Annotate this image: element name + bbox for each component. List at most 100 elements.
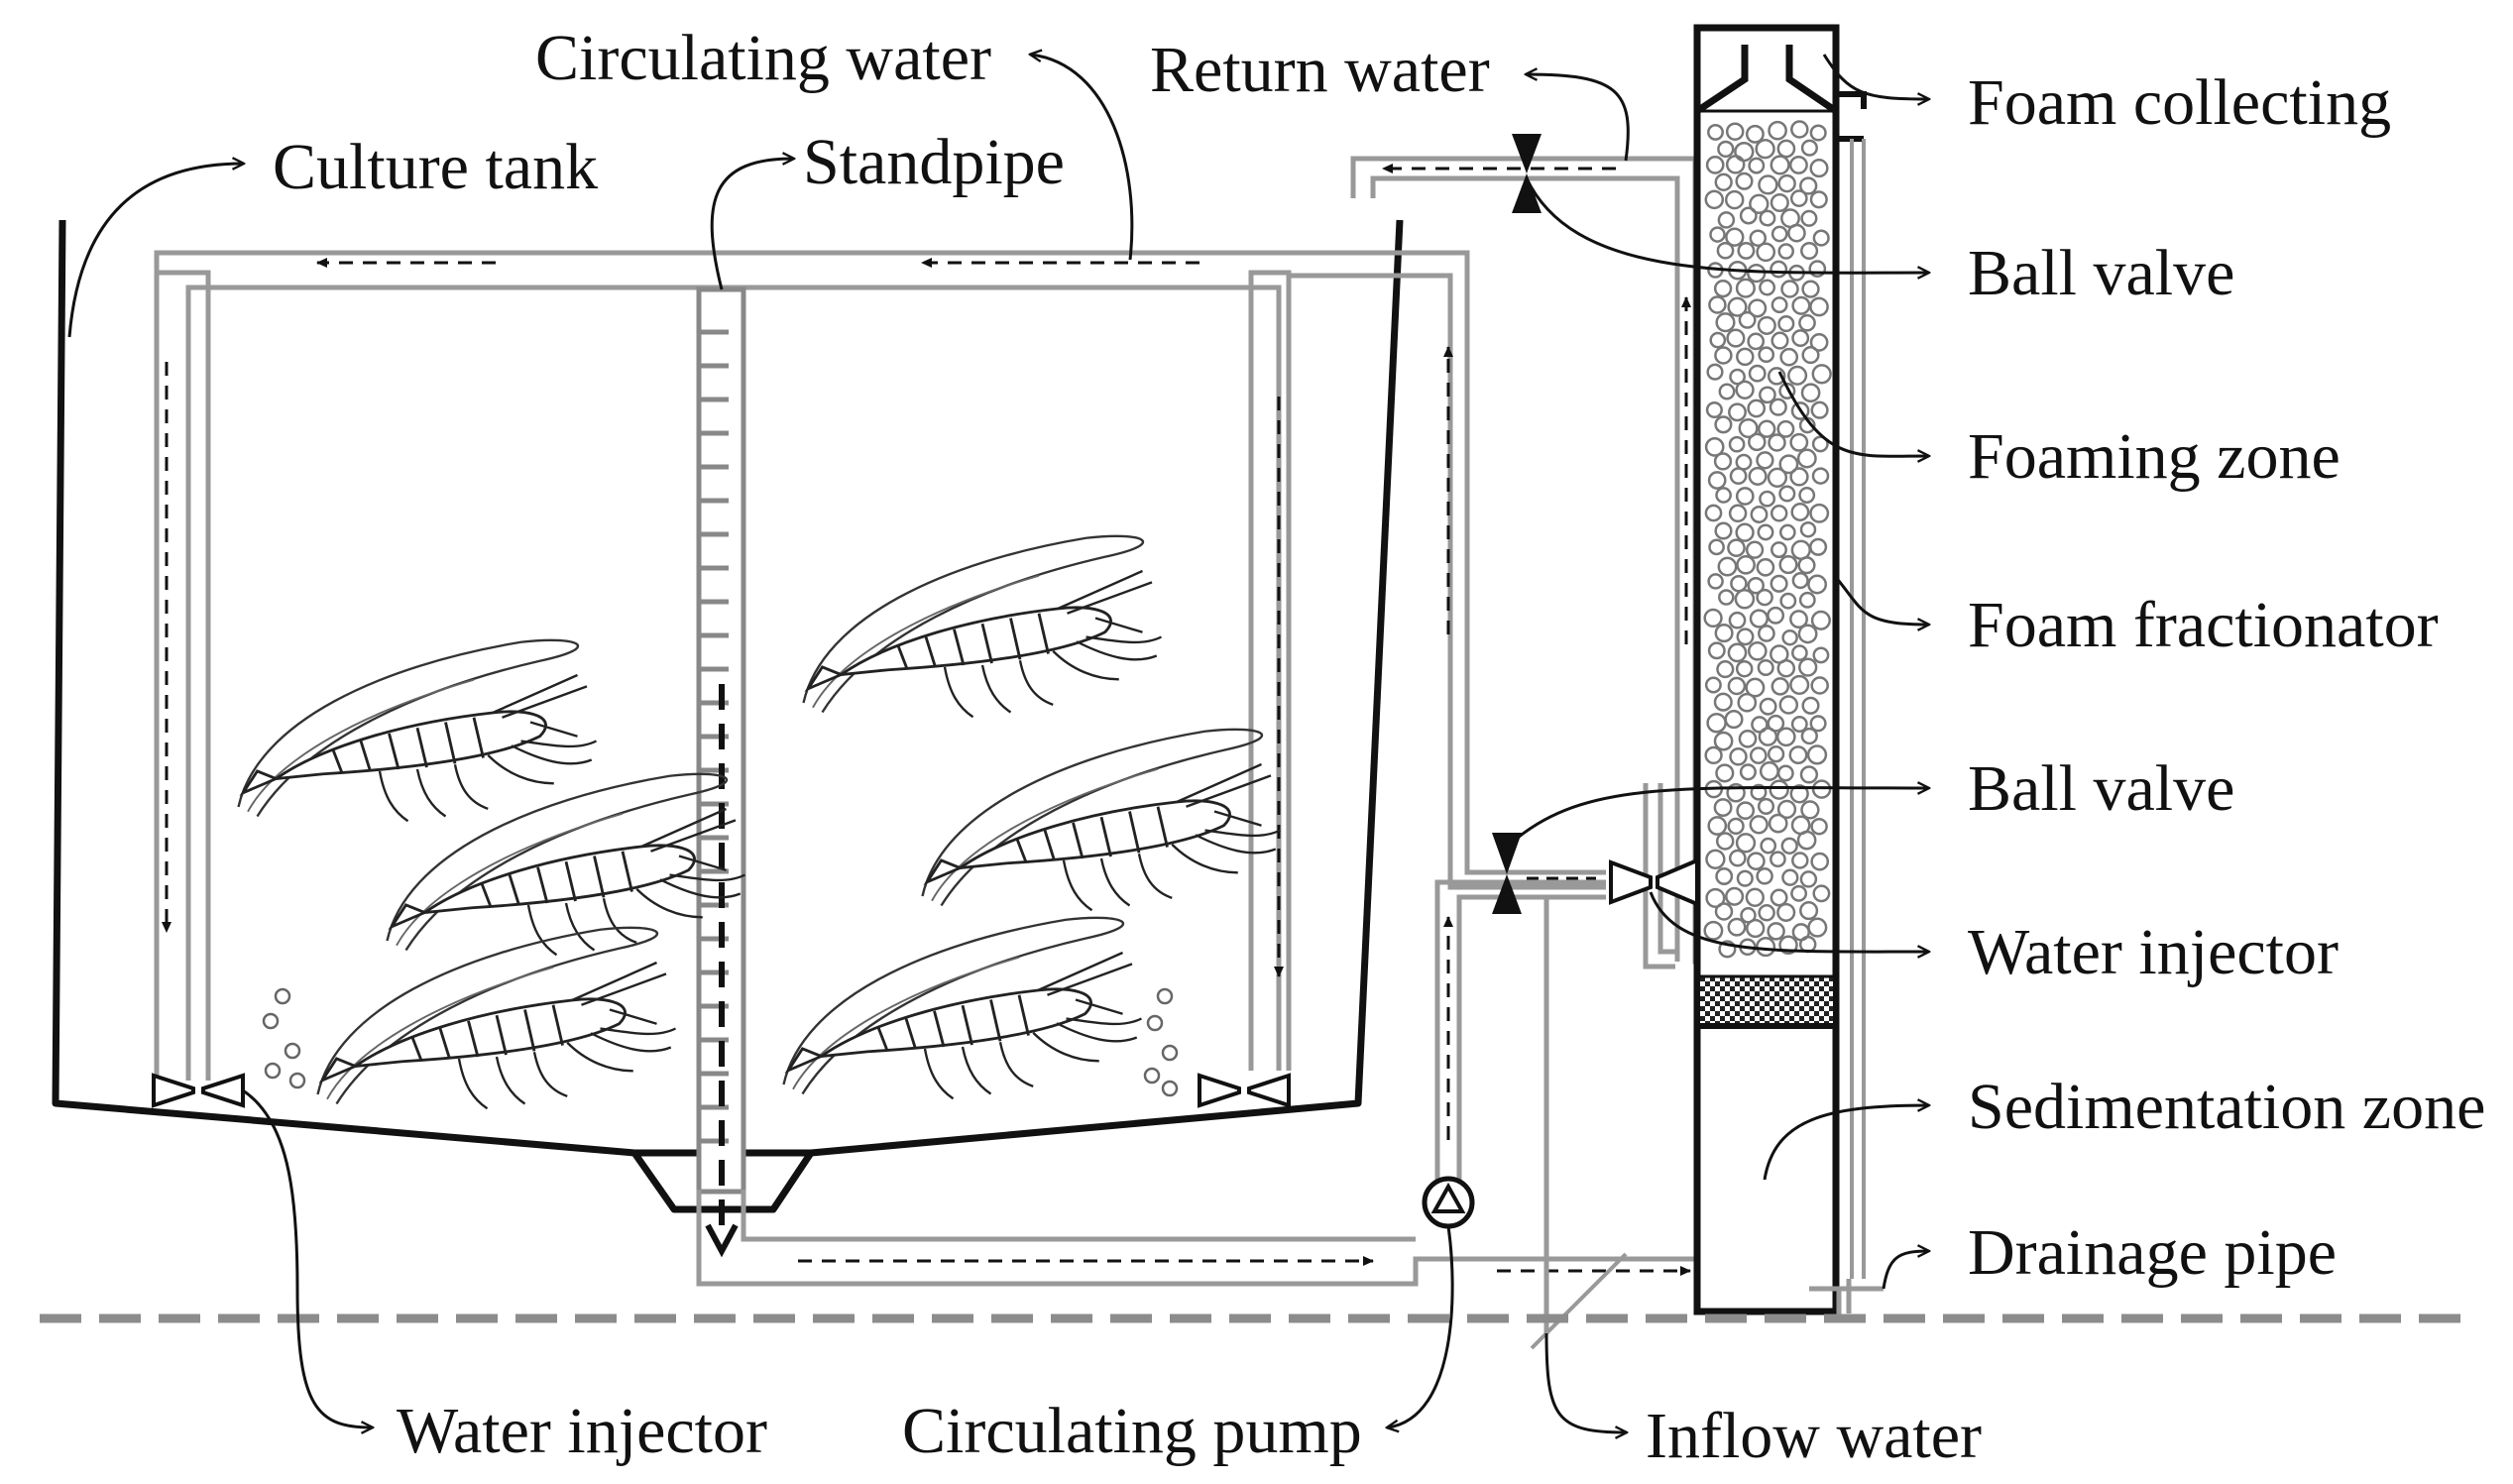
bubble-icon [1809, 190, 1828, 209]
bubble-icon [1729, 467, 1748, 485]
bubble-icon [1756, 937, 1776, 958]
bubble-icon [1809, 296, 1829, 317]
bubble-icon [1790, 120, 1809, 139]
arrow-circulating-pump [1388, 1225, 1454, 1427]
bubble-icon [1789, 189, 1808, 207]
bubble-icon [1811, 364, 1832, 385]
bubble-icon [1727, 538, 1746, 558]
diffuser-mesh [1700, 976, 1833, 1024]
bubble-icon [1715, 867, 1734, 885]
bubble-icon [1788, 155, 1808, 174]
bubble-icon [1718, 940, 1737, 959]
bubble-icon [1798, 657, 1818, 677]
label-circulating-pump: Circulating pump [902, 1395, 1362, 1467]
bubble-icon [1714, 521, 1733, 540]
label-culture-tank: Culture tank [273, 131, 598, 203]
bubble-icon [1791, 644, 1808, 661]
bubble-icon [1713, 692, 1733, 712]
bubble-icon [1735, 659, 1754, 678]
bubble-icon [1800, 241, 1819, 261]
bubble-icon [1767, 922, 1785, 941]
bubble-icon [1758, 727, 1778, 746]
bubble-icon [1801, 346, 1820, 365]
bubble-icon [262, 1012, 280, 1030]
label-water-injector-left: Water injector [397, 1395, 767, 1467]
bubble-icon [1790, 716, 1808, 733]
bubble-icon [1809, 715, 1827, 733]
bubble-icon [1799, 765, 1819, 784]
bubble-icon [1798, 487, 1816, 504]
bubble-icon [1725, 155, 1746, 174]
bubble-icon [1756, 557, 1775, 577]
bubble-icon [1769, 398, 1787, 416]
bubble-icon [1789, 784, 1809, 804]
bubble-icon [1758, 419, 1776, 438]
bubble-icon [1797, 556, 1816, 575]
bubble-icon [1797, 624, 1818, 644]
label-return-water: Return water [1150, 34, 1490, 106]
inflow-water-pipe [1530, 897, 1628, 1350]
bubble-icon [1790, 503, 1810, 521]
bubble-icon [1735, 833, 1757, 854]
bubble-icon [1771, 677, 1790, 696]
bubble-icon [1713, 731, 1734, 751]
bubble-icon [1727, 917, 1747, 937]
bubble-icon [1789, 432, 1809, 452]
bubble-icon [1705, 849, 1726, 869]
bubble-icon [1771, 225, 1788, 243]
label-circulating-water: Circulating water [535, 22, 991, 94]
bubble-icon [1775, 727, 1796, 747]
circulating-pump[interactable] [1422, 1176, 1475, 1229]
bubble-icon [274, 987, 291, 1005]
bubble-icon [1756, 242, 1776, 263]
drainage-pipe [1809, 1279, 1884, 1318]
shrimp-icon [802, 534, 1163, 719]
arrow-water-injector-right [1649, 891, 1928, 952]
ball-valve-mid[interactable] [1492, 833, 1522, 914]
bubble-icon [1756, 588, 1773, 607]
bubble-icon [1715, 312, 1736, 333]
pump-riser-pipes [1434, 346, 1606, 1185]
bubble-icon [1779, 347, 1799, 367]
label-foaming-zone: Foaming zone [1968, 420, 2341, 493]
bubble-icon [1714, 346, 1733, 365]
bubble-icon [1705, 400, 1723, 419]
bubble-icon [1714, 624, 1734, 643]
bubble-icon [1707, 641, 1726, 660]
bubble-icon [1718, 383, 1736, 400]
bubble-icon [1757, 797, 1775, 815]
bubble-icon [1811, 467, 1830, 485]
bubble-icon [1758, 625, 1775, 642]
water-injector-right [1609, 856, 1699, 908]
bubble-icon [1735, 278, 1756, 298]
bubble-icon [1810, 676, 1829, 695]
bubble-icon [1727, 676, 1747, 696]
arrow-return-water [1527, 74, 1630, 162]
bubble-icon [1810, 400, 1829, 419]
bubble-icon [1812, 229, 1830, 247]
bubble-icon [1768, 120, 1787, 141]
bubble-icon [1734, 589, 1756, 610]
bubble-icon [1737, 241, 1756, 260]
bubble-icon [1156, 987, 1174, 1005]
bubble-icon [1776, 799, 1797, 820]
bubble-icon [1717, 211, 1736, 229]
tank-sump [630, 1149, 815, 1213]
bubble-icon [1767, 367, 1786, 386]
bubble-icon [1767, 606, 1785, 625]
bubble-icon [1727, 296, 1748, 317]
bubble-icon [1748, 298, 1768, 318]
ball-valve-top[interactable] [1512, 134, 1542, 213]
bubble-icon [1810, 852, 1830, 871]
bubble-icon [1726, 328, 1746, 348]
shrimp-icon [921, 728, 1282, 912]
bubble-icon [1738, 310, 1757, 329]
label-ball-valve-top: Ball valve [1968, 237, 2234, 309]
label-sedimentation-zone: Sedimentation zone [1968, 1071, 2485, 1143]
bubble-icon [1161, 1044, 1179, 1062]
bubble-icon [1778, 382, 1796, 400]
bubble-icon [1776, 139, 1796, 159]
shrimp-group [237, 534, 1282, 1110]
bubble-icon [1738, 417, 1759, 439]
